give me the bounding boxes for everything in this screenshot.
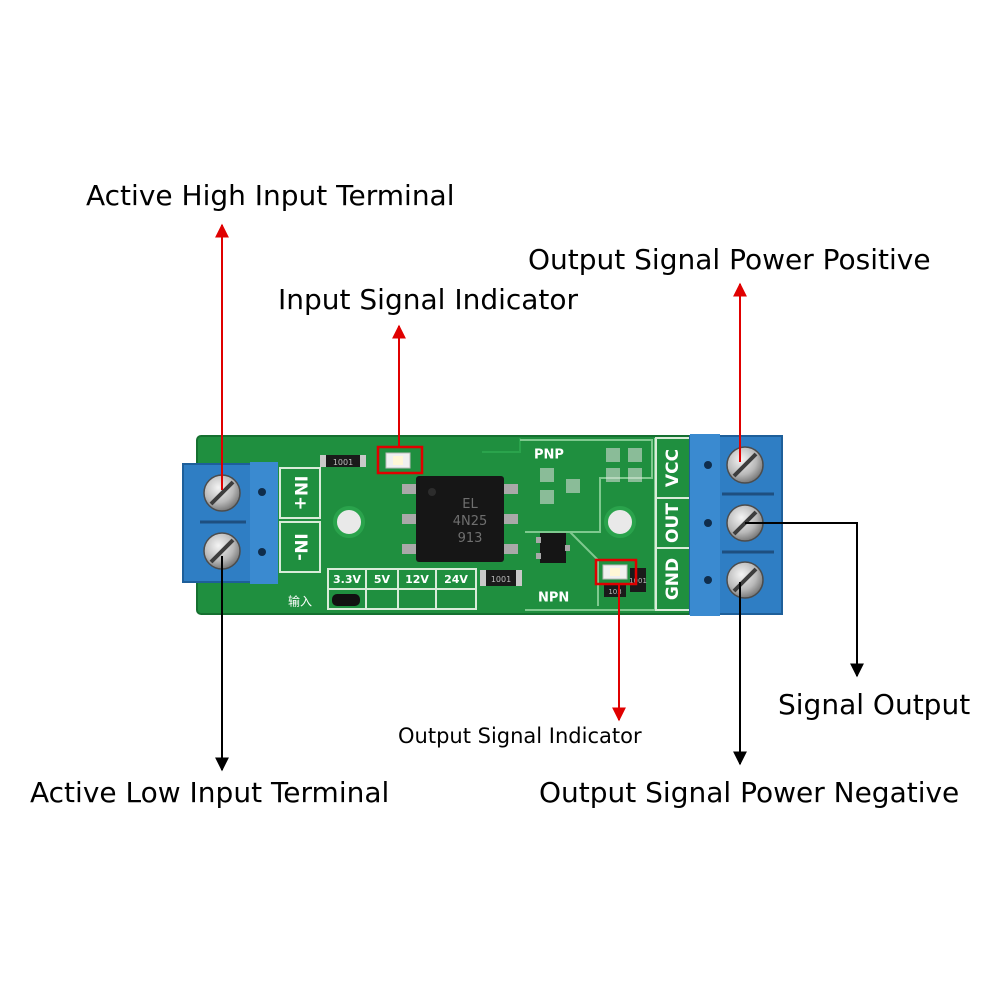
arrow-signal-output	[745, 522, 864, 678]
label-signal-output: Signal Output	[778, 688, 971, 721]
label-vcc: VCC	[663, 449, 683, 487]
output-indicator-led	[594, 558, 638, 586]
label-12v: 12V	[405, 573, 429, 586]
resistor-small-code: 103	[608, 588, 621, 596]
label-active-low-input-terminal: Active Low Input Terminal	[30, 776, 390, 809]
label-3v3: 3.3V	[333, 573, 361, 586]
label-output-signal-indicator: Output Signal Indicator	[398, 724, 642, 748]
optocoupler-chip: EL 4N25 913	[402, 476, 518, 562]
screw-in-plus	[203, 474, 241, 512]
label-in-plus: IN+	[290, 476, 310, 511]
mounting-hole-left	[333, 506, 365, 538]
label-pnp: PNP	[534, 448, 564, 463]
label-active-high-input-terminal: Active High Input Terminal	[86, 179, 455, 212]
label-in-minus: IN-	[290, 533, 310, 561]
label-output-signal-power-negative: Output Signal Power Negative	[539, 776, 960, 809]
label-output-signal-power-positive: Output Signal Power Positive	[528, 243, 931, 276]
resistor-output-code: 1001	[629, 577, 647, 585]
resistor-mid-code: 1001	[491, 575, 511, 584]
resistor-mid: 1001	[480, 570, 522, 586]
chip-brand: EL	[462, 497, 478, 512]
label-input-cn: 输入	[288, 594, 312, 609]
transistor-npn	[536, 533, 570, 563]
resistor-input-code: 1001	[333, 458, 353, 467]
label-input-signal-indicator: Input Signal Indicator	[278, 283, 579, 316]
label-24v: 24V	[444, 573, 468, 586]
label-gnd: GND	[663, 558, 683, 600]
label-5v: 5V	[374, 573, 391, 586]
pnp-pads	[540, 448, 642, 504]
label-out: OUT	[663, 503, 683, 543]
label-npn: NPN	[538, 591, 569, 606]
resistor-output: 1001 103	[604, 568, 647, 597]
screw-in-minus	[203, 532, 241, 570]
resistor-input: 1001	[320, 455, 366, 467]
jumper-pad	[332, 594, 360, 606]
chip-model: 4N25	[453, 514, 488, 529]
mounting-hole-right	[604, 506, 636, 538]
screw-gnd	[726, 561, 764, 599]
chip-code: 913	[458, 531, 483, 546]
screw-vcc	[726, 446, 764, 484]
